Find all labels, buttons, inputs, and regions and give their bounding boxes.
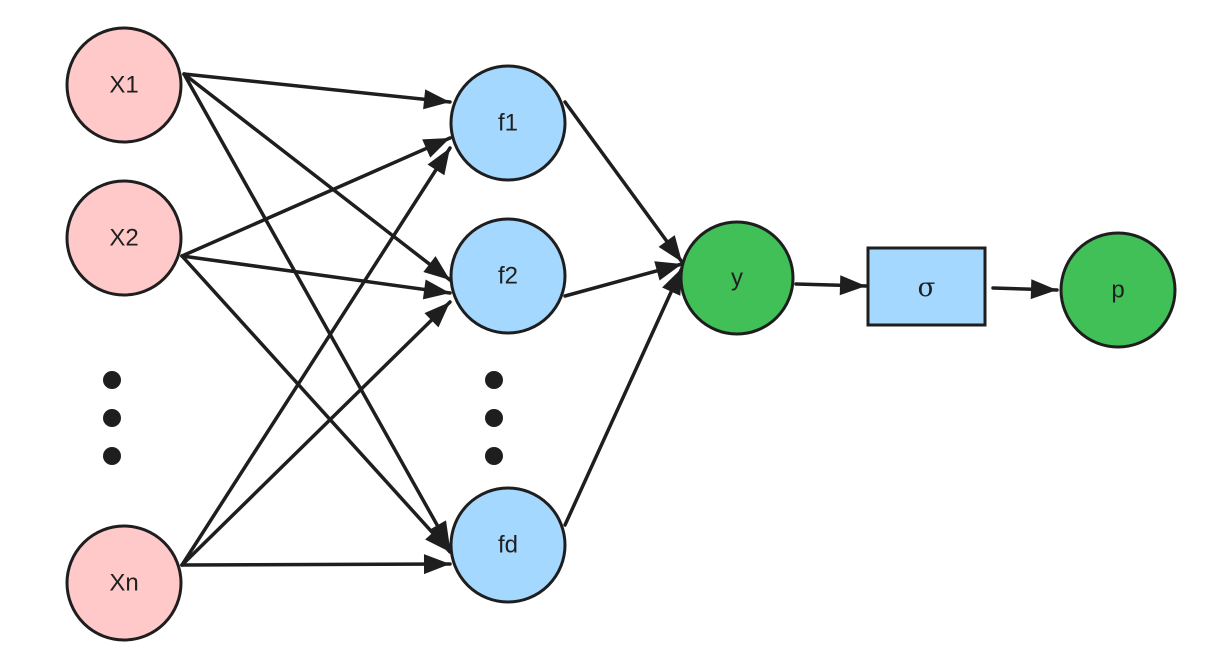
edge-f1-y bbox=[563, 100, 684, 264]
feature-ellipsis-dots bbox=[485, 371, 503, 465]
input-node-x2-label: X2 bbox=[109, 225, 138, 252]
ellipsis-dot bbox=[485, 447, 503, 465]
input-node-x2: X2 bbox=[65, 179, 183, 297]
output-node-p-label: p bbox=[1111, 277, 1124, 304]
edge-xn-fd bbox=[180, 554, 452, 575]
sigma-activation-label: σ bbox=[918, 273, 936, 303]
ellipsis-dot bbox=[103, 409, 121, 427]
feature-node-fd-label: fd bbox=[498, 532, 518, 559]
edge-x2-f2 bbox=[180, 254, 452, 300]
edge-x1-f1 bbox=[182, 72, 452, 110]
input-ellipsis-dots bbox=[103, 371, 121, 465]
input-node-xn-label: Xn bbox=[109, 570, 138, 597]
feature-node-f1-label: f1 bbox=[498, 110, 518, 137]
edge-fd-y bbox=[563, 266, 684, 527]
edge-x1-f2 bbox=[182, 72, 452, 282]
sigma-activation-box: σ bbox=[866, 246, 987, 327]
output-node-p: p bbox=[1059, 231, 1177, 349]
feature-node-fd: fd bbox=[449, 486, 567, 604]
edge-x2-f1 bbox=[180, 136, 452, 258]
feature-node-f1: f1 bbox=[449, 64, 567, 182]
edge-sigma-p bbox=[991, 279, 1059, 300]
edge-xn-f2 bbox=[180, 300, 452, 567]
edge-x2-fd bbox=[180, 254, 452, 554]
input-node-x1: X1 bbox=[65, 26, 183, 144]
edges bbox=[180, 72, 1059, 575]
input-node-x1-label: X1 bbox=[109, 72, 138, 99]
feature-node-f2-label: f2 bbox=[498, 263, 518, 290]
input-node-xn: Xn bbox=[65, 524, 183, 642]
edge-x1-fd bbox=[182, 72, 452, 550]
edge-f2-y bbox=[563, 261, 684, 298]
edge-xn-f1 bbox=[180, 146, 452, 567]
edge-y-sigma bbox=[794, 275, 868, 296]
sum-node-y-label: y bbox=[731, 265, 743, 292]
ellipsis-dot bbox=[485, 371, 503, 389]
feature-node-f2: f2 bbox=[449, 217, 567, 335]
ellipsis-dot bbox=[103, 371, 121, 389]
sum-node-y: y bbox=[679, 220, 795, 336]
ellipsis-dot bbox=[103, 447, 121, 465]
ellipsis-dot bbox=[485, 409, 503, 427]
